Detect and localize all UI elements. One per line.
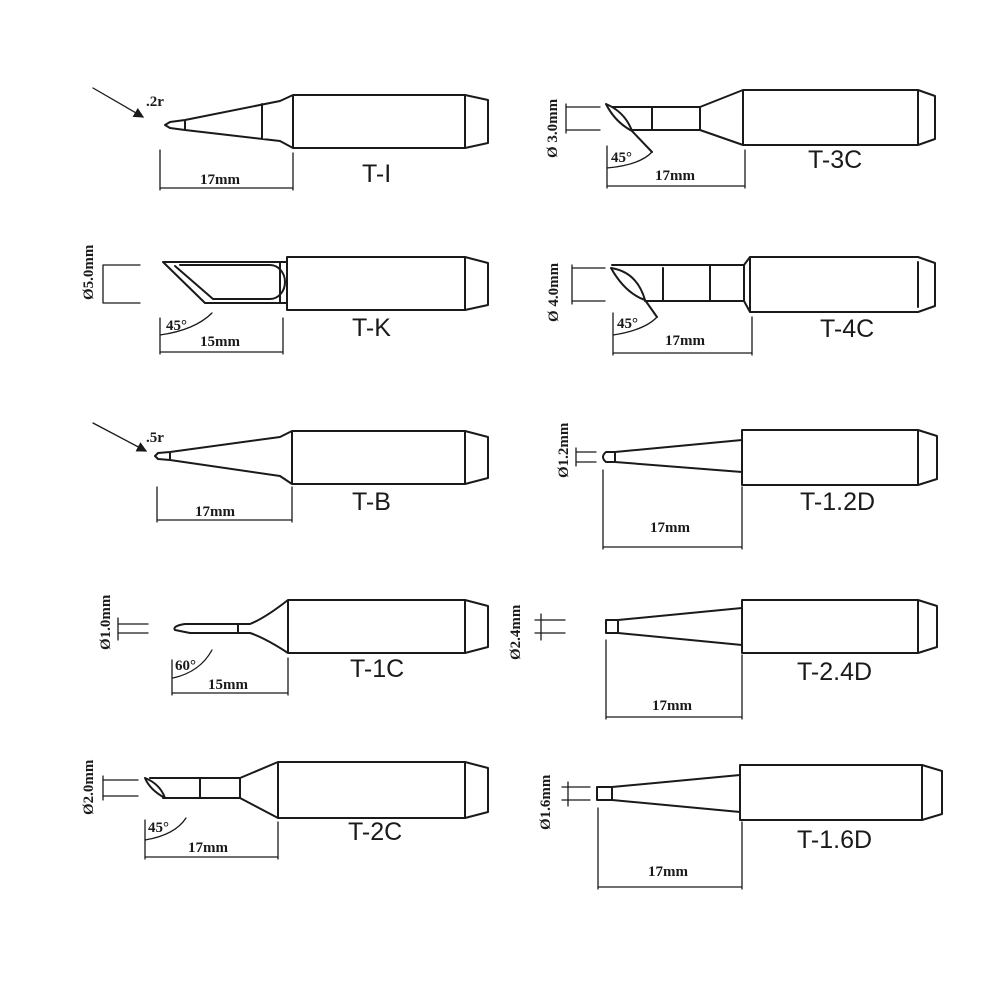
tip-t-1-2d: Ø1.2mm 17mm T-1.2D [556, 422, 938, 550]
length-dimension [171, 657, 289, 696]
tip-t-3c: Ø 3.0mm 45° 17mm T-3C [545, 89, 936, 189]
length-dimension [159, 317, 284, 355]
length-label: 17mm [188, 840, 228, 856]
tip-label: T-1C [350, 655, 404, 683]
length-label: 17mm [665, 333, 705, 349]
diameter-label: Ø5.0mm [81, 244, 97, 300]
length-dimension [159, 149, 294, 191]
tip-label: T-2.4D [797, 658, 872, 686]
diameter-dimension [561, 781, 591, 807]
diameter-dimension [102, 775, 139, 801]
tip-t-i: .2r 17mm T-I [92, 87, 489, 191]
tip-t-b: .5r 17mm T-B [92, 422, 489, 523]
angle-label: 45° [611, 150, 632, 166]
angle-label: 45° [166, 318, 187, 334]
length-label: 17mm [648, 864, 688, 880]
length-label: 17mm [650, 520, 690, 536]
radius-arrow [92, 87, 145, 118]
length-label: 17mm [200, 172, 240, 188]
diameter-label: Ø 3.0mm [545, 98, 561, 158]
length-label: 17mm [195, 504, 235, 520]
tip-t-2-4d: Ø2.4mm 17mm T-2.4D [508, 599, 938, 720]
diameter-dimension [102, 264, 141, 304]
tip-body [164, 94, 489, 149]
tip-label: T-B [352, 488, 391, 516]
tip-label: T-I [362, 160, 391, 188]
diameter-dimension [571, 264, 606, 305]
diameter-label: Ø2.0mm [81, 759, 97, 815]
tip-body [173, 599, 489, 654]
tip-body [596, 764, 943, 821]
radius-label: .5r [146, 430, 164, 446]
tip-t-1c: Ø1.0mm 60° 15mm T-1C [98, 594, 489, 696]
tip-body [610, 256, 936, 318]
length-dimension [606, 145, 746, 189]
length-label: 15mm [200, 334, 240, 350]
tip-t-4c: Ø 4.0mm 45° 17mm T-4C [546, 256, 936, 356]
diameter-dimension [565, 103, 601, 134]
diameter-label: Ø2.4mm [508, 604, 524, 660]
angle-arc [159, 312, 213, 336]
tip-t-1-6d: Ø1.6mm 17mm T-1.6D [538, 764, 943, 890]
tip-label: T-4C [820, 315, 874, 343]
diameter-label: Ø1.6mm [538, 774, 554, 830]
angle-arc [606, 151, 653, 169]
length-label: 15mm [208, 677, 248, 693]
length-dimension [602, 469, 743, 550]
diameter-dimension [117, 617, 149, 641]
radius-arrow [92, 422, 148, 452]
tip-body [154, 430, 489, 485]
tip-body [162, 256, 489, 311]
angle-arc [144, 817, 187, 841]
tip-t-k: Ø5.0mm 45° 15mm T-K [81, 244, 489, 355]
length-dimension [597, 807, 743, 890]
tip-label: T-3C [808, 146, 862, 174]
diameter-label: Ø1.0mm [98, 594, 114, 650]
tip-label: T-K [352, 314, 391, 342]
diameter-dimension [575, 447, 597, 467]
length-dimension [605, 639, 743, 720]
angle-label: 60° [175, 658, 196, 674]
tip-body [605, 89, 936, 153]
tip-body [144, 761, 489, 819]
length-dimension [612, 312, 753, 356]
tip-t-2c: Ø2.0mm 45° 17mm T-2C [81, 759, 489, 860]
diameter-label: Ø 4.0mm [546, 262, 562, 322]
tip-label: T-1.6D [797, 826, 872, 854]
angle-arc [172, 649, 213, 679]
tip-body [602, 429, 938, 486]
length-dimension [156, 486, 293, 523]
length-label: 17mm [655, 168, 695, 184]
angle-arc [612, 316, 658, 336]
angle-label: 45° [617, 316, 638, 332]
length-label: 17mm [652, 698, 692, 714]
angle-label: 45° [148, 820, 169, 836]
diameter-label: Ø1.2mm [556, 422, 572, 478]
radius-label: .2r [146, 94, 164, 110]
tip-label: T-1.2D [800, 488, 875, 516]
length-dimension [144, 819, 279, 860]
diameter-dimension [534, 613, 566, 641]
tip-body [605, 599, 938, 654]
tip-label: T-2C [348, 818, 402, 846]
